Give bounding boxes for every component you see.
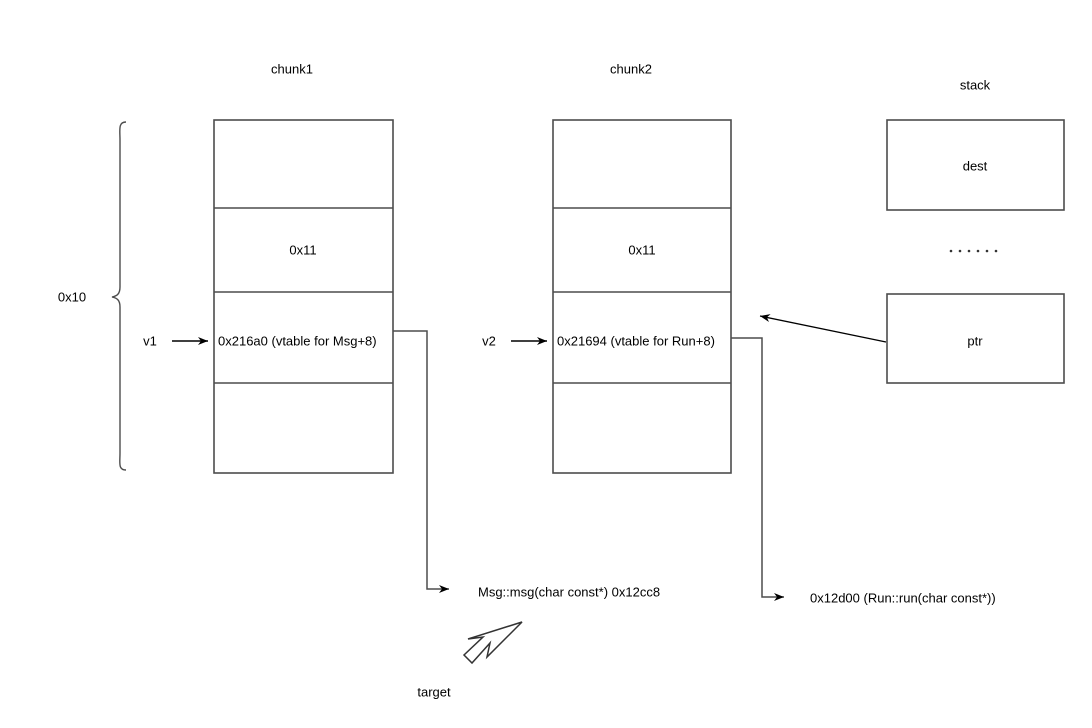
pointer-v2-label: v2 bbox=[482, 333, 496, 349]
size-brace bbox=[111, 121, 127, 471]
target-cursor-label: target bbox=[417, 684, 451, 700]
chunk2-row-1-text: 0x11 bbox=[628, 242, 656, 258]
chunk2-row-2-text: 0x21694 (vtable for Run+8) bbox=[557, 333, 715, 349]
size-brace-label: 0x10 bbox=[57, 289, 87, 305]
stack-ellipsis-dots bbox=[949, 249, 998, 253]
chunk1-vtable-connector bbox=[393, 330, 449, 593]
chunk2-vtable-connector bbox=[731, 337, 784, 601]
ptr-to-chunk2-arrow bbox=[759, 314, 887, 343]
pointer-v1-label: v1 bbox=[143, 333, 157, 349]
stack-dest-label: dest bbox=[962, 158, 988, 174]
chunk1-row-2-text: 0x216a0 (vtable for Msg+8) bbox=[218, 333, 377, 349]
chunk1-row-1-text: 0x11 bbox=[289, 242, 317, 258]
run-function-label: 0x12d00 (Run::run(char const*)) bbox=[810, 590, 996, 606]
chunk2-title: chunk2 bbox=[610, 61, 652, 77]
chunk1-box bbox=[213, 119, 394, 474]
chunk2-box bbox=[552, 119, 732, 474]
msg-function-label: Msg::msg(char const*) 0x12cc8 bbox=[478, 584, 661, 600]
chunk1-title: chunk1 bbox=[271, 61, 313, 77]
stack-title: stack bbox=[959, 77, 991, 93]
stack-ptr-label: ptr bbox=[967, 333, 983, 349]
target-cursor-icon bbox=[462, 621, 523, 665]
